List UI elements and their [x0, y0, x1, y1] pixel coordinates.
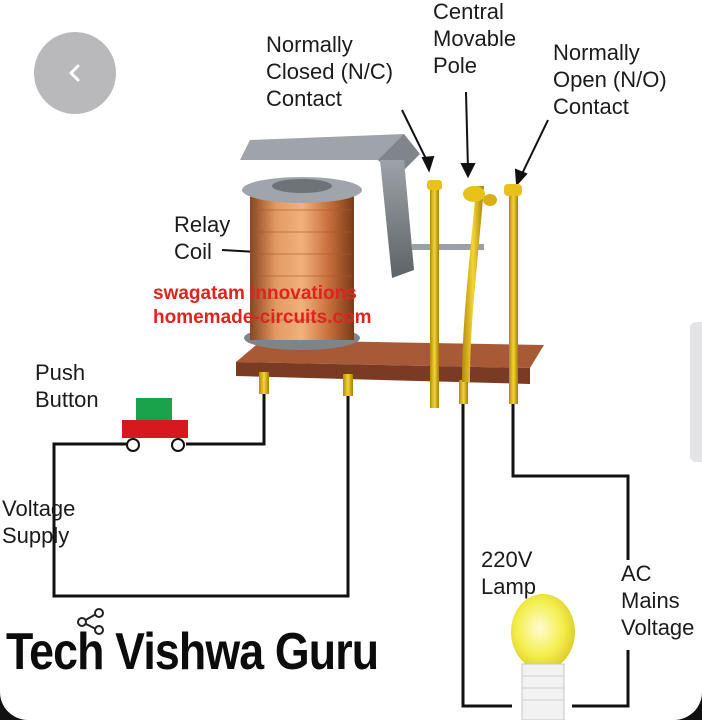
push-button-body: [122, 420, 188, 438]
no-contact-tip: [504, 184, 522, 196]
chevron-left-icon: [69, 64, 80, 82]
coil-core: [272, 179, 332, 193]
coil-windings: [252, 209, 352, 321]
label-normally-closed: Normally Closed (N/C) Contact: [266, 32, 394, 111]
relay-armature: [380, 160, 414, 278]
back-button[interactable]: [34, 32, 116, 114]
label-lamp: 220V Lamp: [481, 547, 537, 599]
watermark-line1: swagatam innovations: [153, 283, 357, 304]
nc-contact-strip: [430, 186, 439, 382]
wire-supply-loop: [52, 392, 350, 598]
relay-base-side: [236, 362, 530, 384]
circuit-wires: [52, 390, 630, 708]
label-arrows: [221, 91, 549, 260]
label-relay-coil: Relay Coil: [174, 212, 231, 264]
share-icon[interactable]: [74, 606, 108, 636]
label-push-button: Push Button: [35, 360, 99, 412]
scroll-handle[interactable]: [690, 322, 702, 462]
wire-mains-to-lamp: [572, 650, 630, 708]
lamp-base: [521, 663, 565, 720]
wire-pole-to-lamp: [461, 400, 512, 708]
label-ac-mains: AC Mains Voltage: [621, 561, 695, 640]
label-central-pole: Central Movable Pole: [433, 0, 517, 78]
base-pins: [259, 372, 518, 408]
nc-contact-tip: [427, 180, 442, 190]
label-normally-open: Normally Open (N/O) Contact: [553, 40, 667, 119]
brand-title: Tech Vishwa Guru: [6, 623, 379, 681]
push-button-terminal-right: [171, 438, 185, 452]
wire-no-to-mains: [511, 400, 630, 560]
push-button-terminal-left: [126, 438, 140, 452]
push-button-cap: [136, 398, 172, 422]
movable-pole-rivet: [483, 194, 497, 206]
no-contact-strip: [509, 186, 518, 382]
lamp-bulb: [511, 594, 575, 670]
label-voltage-supply: Voltage Supply: [2, 496, 76, 548]
actuator-rod: [412, 244, 484, 250]
movable-pole-contact: [463, 186, 485, 202]
movable-pole-strip: [462, 186, 484, 382]
watermark-line2: homemade-circuits.com: [153, 307, 372, 328]
relay-coil: [250, 192, 354, 340]
wire-coil-to-button: [186, 390, 266, 446]
lamp-thread: [522, 675, 564, 701]
relay-yoke-top: [240, 134, 404, 160]
